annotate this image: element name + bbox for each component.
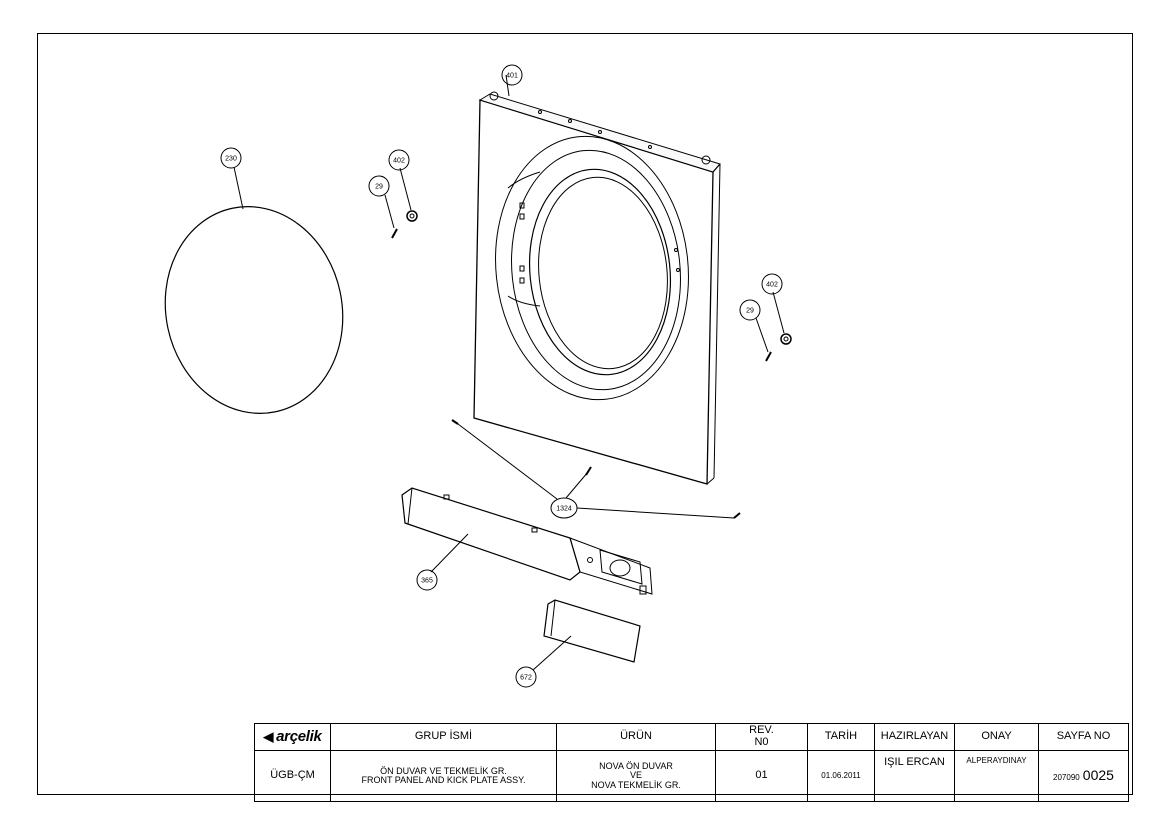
header-group-name: GRUP İSMİ: [330, 723, 557, 751]
part-29-screw-right: [755, 317, 772, 362]
callout-672: 672: [520, 675, 532, 682]
value-date: 01.06.2011: [807, 750, 875, 802]
part-672-cover: [532, 599, 641, 671]
part-401-front-panel: [473, 74, 721, 485]
header-rev: REV. N0: [715, 723, 808, 751]
part-402-nut-left: [399, 167, 418, 222]
part-230-gasket: [164, 166, 344, 414]
callout-401: 401: [506, 73, 518, 80]
value-group-name: ÖN DUVAR VE TEKMELİK GR. FRONT PANEL AND…: [330, 750, 557, 802]
part-365-kick-plate: [401, 487, 653, 595]
header-prepared-by: HAZIRLAYAN: [874, 723, 955, 751]
header-product: ÜRÜN: [556, 723, 716, 751]
page-number: 0025: [1082, 767, 1114, 784]
product-line-3: NOVA TEKMELİK GR.: [591, 779, 681, 790]
callout-circles: [220, 64, 783, 688]
header-rev-no: N0: [754, 736, 769, 748]
header-page-no: SAYFA NO: [1038, 723, 1129, 751]
header-rev-label: REV.: [749, 724, 774, 737]
value-approval: ALPERAYDINAY: [954, 750, 1039, 802]
product-line-1: NOVA ÖN DUVAR: [599, 760, 673, 771]
value-prepared-by: IŞIL ERCAN: [874, 750, 955, 802]
callout-230: 230: [225, 156, 237, 163]
callout-365: 365: [421, 578, 433, 585]
part-402-nut-right: [772, 291, 792, 345]
company-logo: ◀arçelik: [254, 723, 331, 751]
callout-29-left: 29: [375, 184, 383, 191]
callout-29-right: 29: [746, 308, 754, 315]
header-date: TARİH: [807, 723, 875, 751]
arcelik-logo-mark-icon: ◀: [263, 729, 274, 745]
callout-402-left: 402: [393, 158, 405, 165]
header-approval: ONAY: [954, 723, 1039, 751]
callout-402-right: 402: [766, 282, 778, 289]
value-rev: 01: [715, 750, 808, 802]
value-page-no: 207090 0025: [1038, 750, 1129, 802]
title-block: ◀arçelik GRUP İSMİ ÜRÜN REV. N0 TARİH HA…: [254, 723, 1129, 802]
product-line-2: VE: [629, 770, 642, 781]
part-29-screw-left: [384, 194, 398, 239]
callout-1324: 1324: [556, 506, 572, 513]
value-product: NOVA ÖN DUVAR VE NOVA TEKMELİK GR.: [556, 750, 716, 802]
value-code: ÜGB-ÇM: [254, 750, 331, 802]
part-1324-screws: [451, 419, 741, 519]
group-name-tr: ÖN DUVAR VE TEKMELİK GR.: [380, 765, 507, 776]
page-prefix: 207090: [1053, 773, 1080, 783]
group-name-en: FRONT PANEL AND KICK PLATE ASSY.: [361, 775, 526, 785]
